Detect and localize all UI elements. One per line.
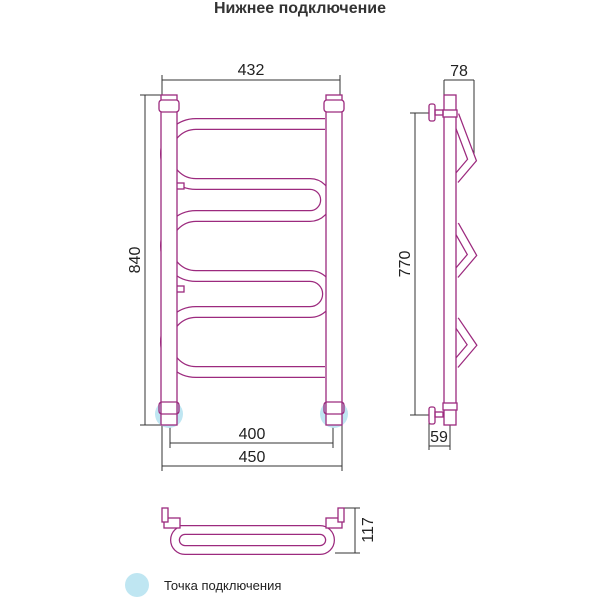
side-view [428, 94, 478, 426]
dim-side-bottom: 59 [430, 429, 448, 446]
dim-bottom-view-depth: 117 [360, 517, 377, 543]
dim-bottom-inner: 400 [239, 426, 266, 443]
legend-label: Точка подключения [164, 578, 282, 593]
dim-top-width: 432 [238, 62, 265, 79]
front-view [158, 94, 345, 426]
bottom-view [161, 507, 345, 555]
dim-bottom-outer: 450 [239, 449, 266, 466]
dim-height-total: 840 [127, 247, 144, 274]
dim-side-height: 770 [397, 251, 414, 278]
diagram-title: Нижнее подключение [213, 0, 387, 17]
dimension-lines [140, 75, 475, 554]
dim-side-depth: 78 [450, 63, 468, 80]
legend-marker [125, 573, 149, 597]
